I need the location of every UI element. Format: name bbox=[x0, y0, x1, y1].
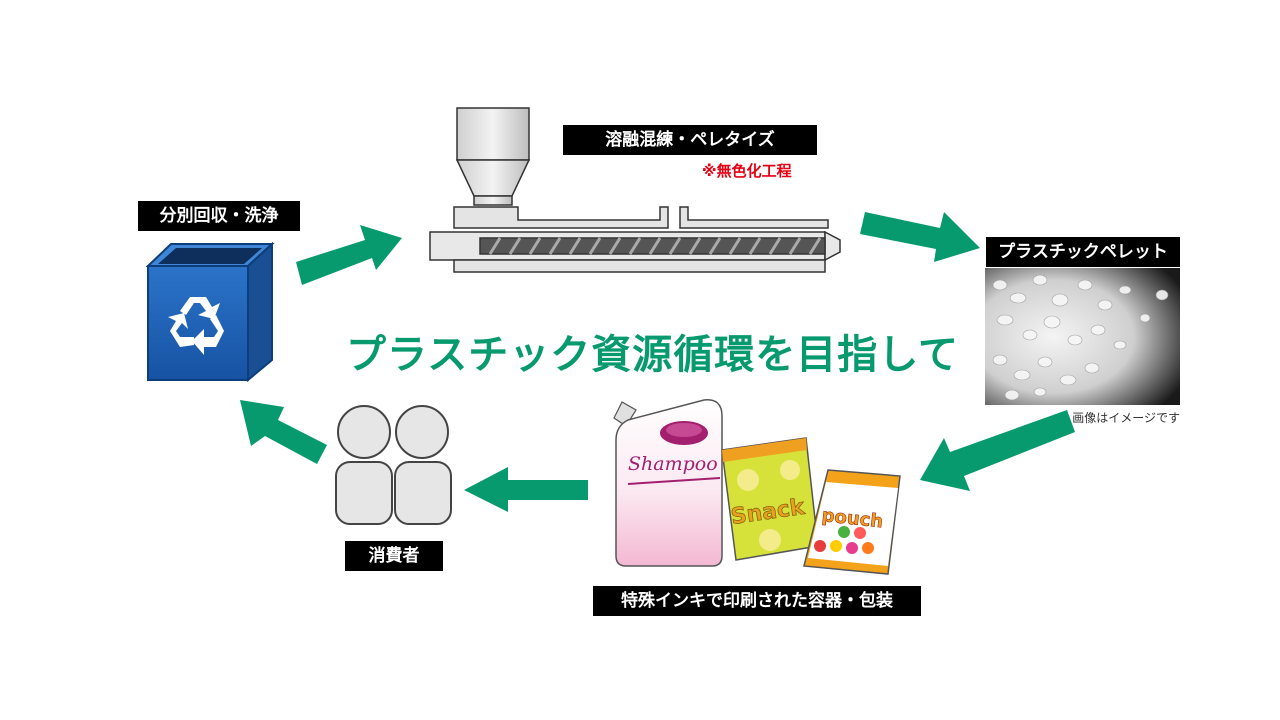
arrows bbox=[240, 212, 1075, 512]
shampoo-text: Shampoo bbox=[628, 453, 718, 475]
shampoo-pouch: Shampoo bbox=[613, 399, 723, 567]
image-caption: 画像はイメージです bbox=[1072, 411, 1180, 425]
packaging-icon: Shampoo Snack pouch bbox=[613, 399, 901, 575]
collect-label: 分別回収・洗浄 bbox=[138, 201, 300, 231]
candy-pouch: pouch bbox=[803, 469, 901, 575]
package-label: 特殊インキで印刷された容器・包装 bbox=[593, 586, 921, 616]
consumer-label: 消費者 bbox=[345, 541, 443, 571]
extruder-icon bbox=[429, 107, 841, 273]
arrow-melt-to-pellet bbox=[860, 212, 980, 262]
arrow-consumer-to-collect bbox=[240, 400, 327, 464]
recycle-symbol-icon bbox=[168, 297, 224, 355]
consumers-icon bbox=[335, 405, 452, 525]
headline: プラスチック資源循環を目指して bbox=[346, 332, 959, 378]
snack-bag: Snack bbox=[721, 437, 819, 561]
melt-label: 溶融混練・ペレタイズ bbox=[563, 125, 817, 155]
plastic-pellets-photo bbox=[985, 268, 1180, 405]
pellet-label: プラスチックペレット bbox=[986, 237, 1180, 267]
arrow-package-to-consumer bbox=[464, 467, 588, 512]
decolorize-note: ※無色化工程 bbox=[702, 162, 792, 180]
recycle-bin-icon bbox=[145, 241, 275, 383]
arrow-collect-to-melt bbox=[296, 225, 402, 285]
arrow-pellet-to-package bbox=[920, 410, 1075, 491]
